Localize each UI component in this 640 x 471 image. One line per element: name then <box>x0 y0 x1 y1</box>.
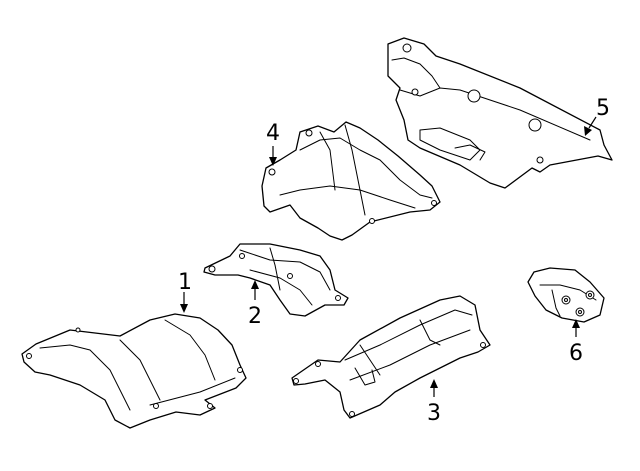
callout-1: 1 <box>178 270 192 295</box>
arrowhead-6 <box>572 319 580 328</box>
arrowhead-1 <box>180 304 188 313</box>
callout-labels: 1 2 3 4 5 6 <box>178 96 610 426</box>
part-5-heat-shield <box>387 37 613 189</box>
part-2-heat-shield <box>203 243 349 317</box>
part-4-heat-shield <box>261 121 441 241</box>
part-6-bracket <box>527 267 605 323</box>
callout-4: 4 <box>266 121 280 146</box>
part-1-heat-shield <box>21 313 247 429</box>
callout-5: 5 <box>596 96 610 121</box>
arrowhead-2 <box>251 280 259 289</box>
callout-2: 2 <box>248 304 262 329</box>
callout-6: 6 <box>569 341 583 366</box>
part-3-heat-shield <box>291 295 491 419</box>
callout-3: 3 <box>427 401 441 426</box>
arrowhead-5 <box>584 126 592 136</box>
arrowhead-3 <box>430 379 438 388</box>
leader-5 <box>588 116 597 129</box>
arrowhead-4 <box>269 157 277 166</box>
callout-leaders <box>180 116 597 397</box>
